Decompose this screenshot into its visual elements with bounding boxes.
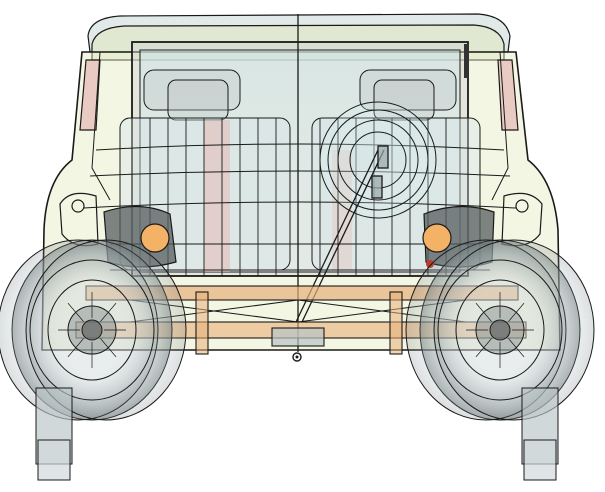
rear-seats bbox=[119, 69, 481, 272]
right-shock-bracket bbox=[389, 291, 403, 355]
wheels bbox=[0, 239, 595, 481]
upper-rail bbox=[95, 143, 505, 151]
left-shock-bracket bbox=[195, 291, 209, 355]
right-spoke bbox=[475, 302, 492, 322]
right-hub-cap bbox=[489, 319, 511, 341]
left-bracket-bolt bbox=[71, 199, 85, 213]
right-pillar bbox=[491, 51, 509, 201]
right-tire-tread bbox=[523, 439, 557, 481]
right-headrest-inner bbox=[373, 79, 435, 121]
right-spoke bbox=[508, 302, 525, 322]
lower-rail bbox=[83, 201, 517, 209]
left-hub-cap bbox=[81, 319, 103, 341]
differential-block bbox=[271, 327, 325, 347]
left-spoke bbox=[67, 302, 84, 322]
left-spoke bbox=[100, 338, 117, 358]
tow-hook-pin bbox=[295, 355, 299, 359]
left-pillar bbox=[91, 51, 111, 201]
left-spoke bbox=[100, 302, 117, 322]
tow-hook bbox=[292, 352, 302, 362]
center-pink-strip-a bbox=[204, 120, 230, 272]
left-spoke bbox=[67, 338, 84, 358]
right-rim-inner bbox=[455, 279, 545, 381]
rear-window-glass bbox=[139, 49, 461, 273]
right-rim-outer bbox=[437, 259, 563, 401]
right-spoke bbox=[475, 338, 492, 358]
left-tire-tread bbox=[37, 439, 71, 481]
left-wheel bbox=[0, 239, 187, 481]
left-lamp-lens bbox=[140, 223, 170, 253]
left-pink-panel bbox=[79, 59, 101, 131]
mid-rail bbox=[89, 170, 511, 177]
right-bracket-bolt bbox=[515, 199, 529, 213]
right-lamp-lens bbox=[422, 223, 452, 253]
left-rim-outer bbox=[29, 259, 155, 401]
window-latch bbox=[464, 44, 469, 78]
left-rim-inner bbox=[47, 279, 137, 381]
right-wheel bbox=[405, 239, 595, 481]
center-pink-strip-b bbox=[332, 150, 352, 270]
right-spoke bbox=[508, 338, 525, 358]
left-headrest-inner bbox=[167, 79, 229, 121]
right-pink-panel bbox=[497, 59, 519, 131]
body-shell bbox=[41, 13, 561, 352]
